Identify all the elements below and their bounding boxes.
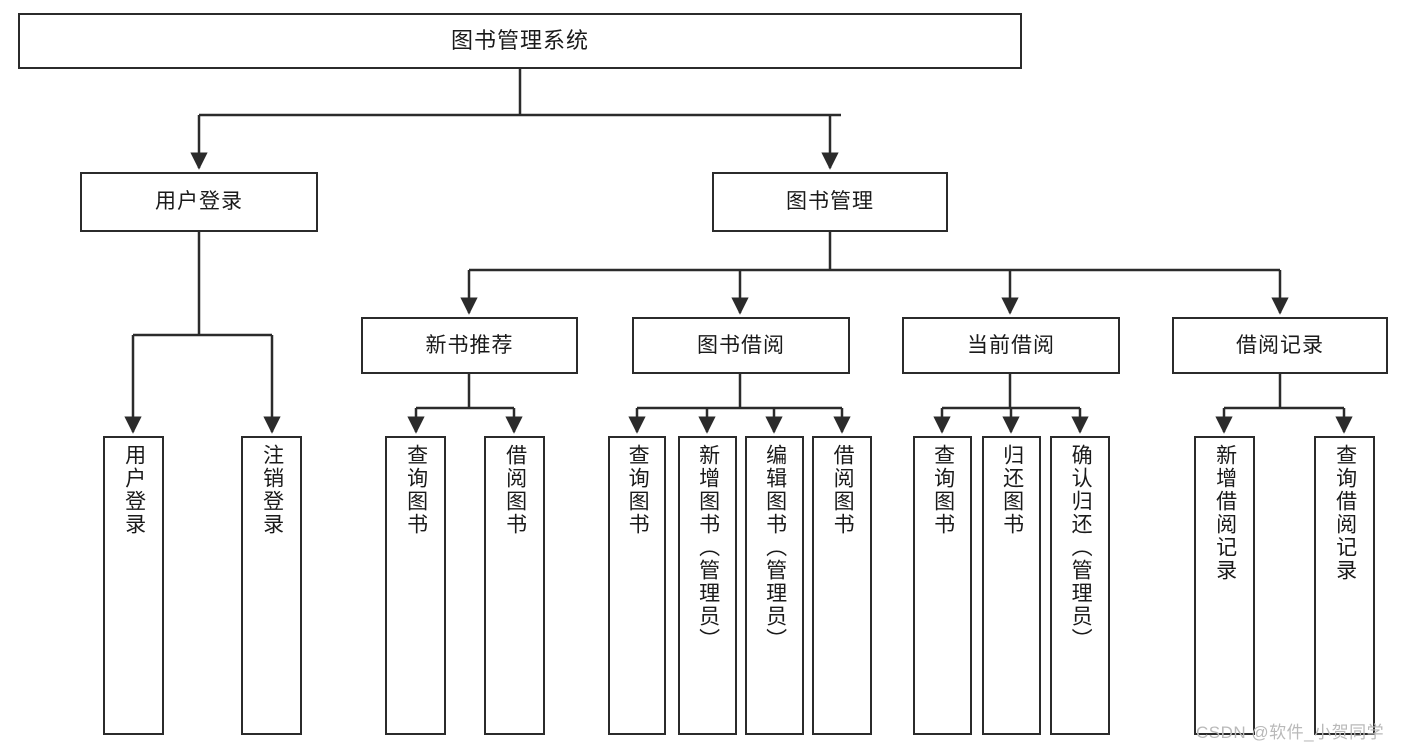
node-leaf-query-book-current[interactable]: 查询图书 [913,436,972,735]
node-leaf-borrow-book-recommend[interactable]: 借阅图书 [484,436,545,735]
node-leaf-borrow-book-label: 借阅图书 [831,444,855,536]
node-leaf-query-book-borrow[interactable]: 查询图书 [608,436,666,735]
node-leaf-confirm-return-admin-label: 确认归还（管理员） [1069,444,1093,651]
node-leaf-logout[interactable]: 注销登录 [241,436,302,735]
node-leaf-borrow-book[interactable]: 借阅图书 [812,436,872,735]
node-new-book-recommend-label: 新书推荐 [425,333,514,357]
node-book-borrow[interactable]: 图书借阅 [632,317,850,374]
node-leaf-add-borrow-record-label: 新增借阅记录 [1213,444,1237,582]
node-borrow-record[interactable]: 借阅记录 [1172,317,1388,374]
node-leaf-query-book-current-label: 查询图书 [931,444,955,536]
node-leaf-edit-book-admin-label: 编辑图书（管理员） [763,444,787,651]
node-current-borrow-label: 当前借阅 [967,333,1055,357]
node-book-borrow-label: 图书借阅 [697,333,785,357]
node-leaf-query-book-borrow-label: 查询图书 [626,444,650,536]
node-leaf-add-borrow-record[interactable]: 新增借阅记录 [1194,436,1255,735]
node-leaf-logout-label: 注销登录 [260,444,284,536]
node-leaf-user-login-label: 用户登录 [122,444,146,536]
node-leaf-return-book-label: 归还图书 [1000,444,1024,536]
node-user-login-label: 用户登录 [155,190,243,214]
node-book-management[interactable]: 图书管理 [712,172,948,232]
node-user-login[interactable]: 用户登录 [80,172,318,232]
node-leaf-add-book-admin-label: 新增图书（管理员） [696,444,720,651]
node-root-label: 图书管理系统 [450,27,589,53]
node-leaf-edit-book-admin[interactable]: 编辑图书（管理员） [745,436,804,735]
node-leaf-add-book-admin[interactable]: 新增图书（管理员） [678,436,737,735]
node-leaf-confirm-return-admin[interactable]: 确认归还（管理员） [1050,436,1110,735]
node-leaf-borrow-book-recommend-label: 借阅图书 [503,444,527,536]
node-leaf-query-borrow-record[interactable]: 查询借阅记录 [1314,436,1375,735]
node-root[interactable]: 图书管理系统 [18,13,1022,69]
node-book-management-label: 图书管理 [786,190,874,214]
node-leaf-query-book-recommend-label: 查询图书 [404,444,428,536]
node-leaf-return-book[interactable]: 归还图书 [982,436,1041,735]
node-borrow-record-label: 借阅记录 [1236,333,1324,357]
node-new-book-recommend[interactable]: 新书推荐 [361,317,578,374]
csdn-watermark: CSDN @软件_小贺同学 [1196,723,1385,742]
node-leaf-query-book-recommend[interactable]: 查询图书 [385,436,446,735]
node-leaf-user-login[interactable]: 用户登录 [103,436,164,735]
node-leaf-query-borrow-record-label: 查询借阅记录 [1333,444,1357,582]
node-current-borrow[interactable]: 当前借阅 [902,317,1120,374]
